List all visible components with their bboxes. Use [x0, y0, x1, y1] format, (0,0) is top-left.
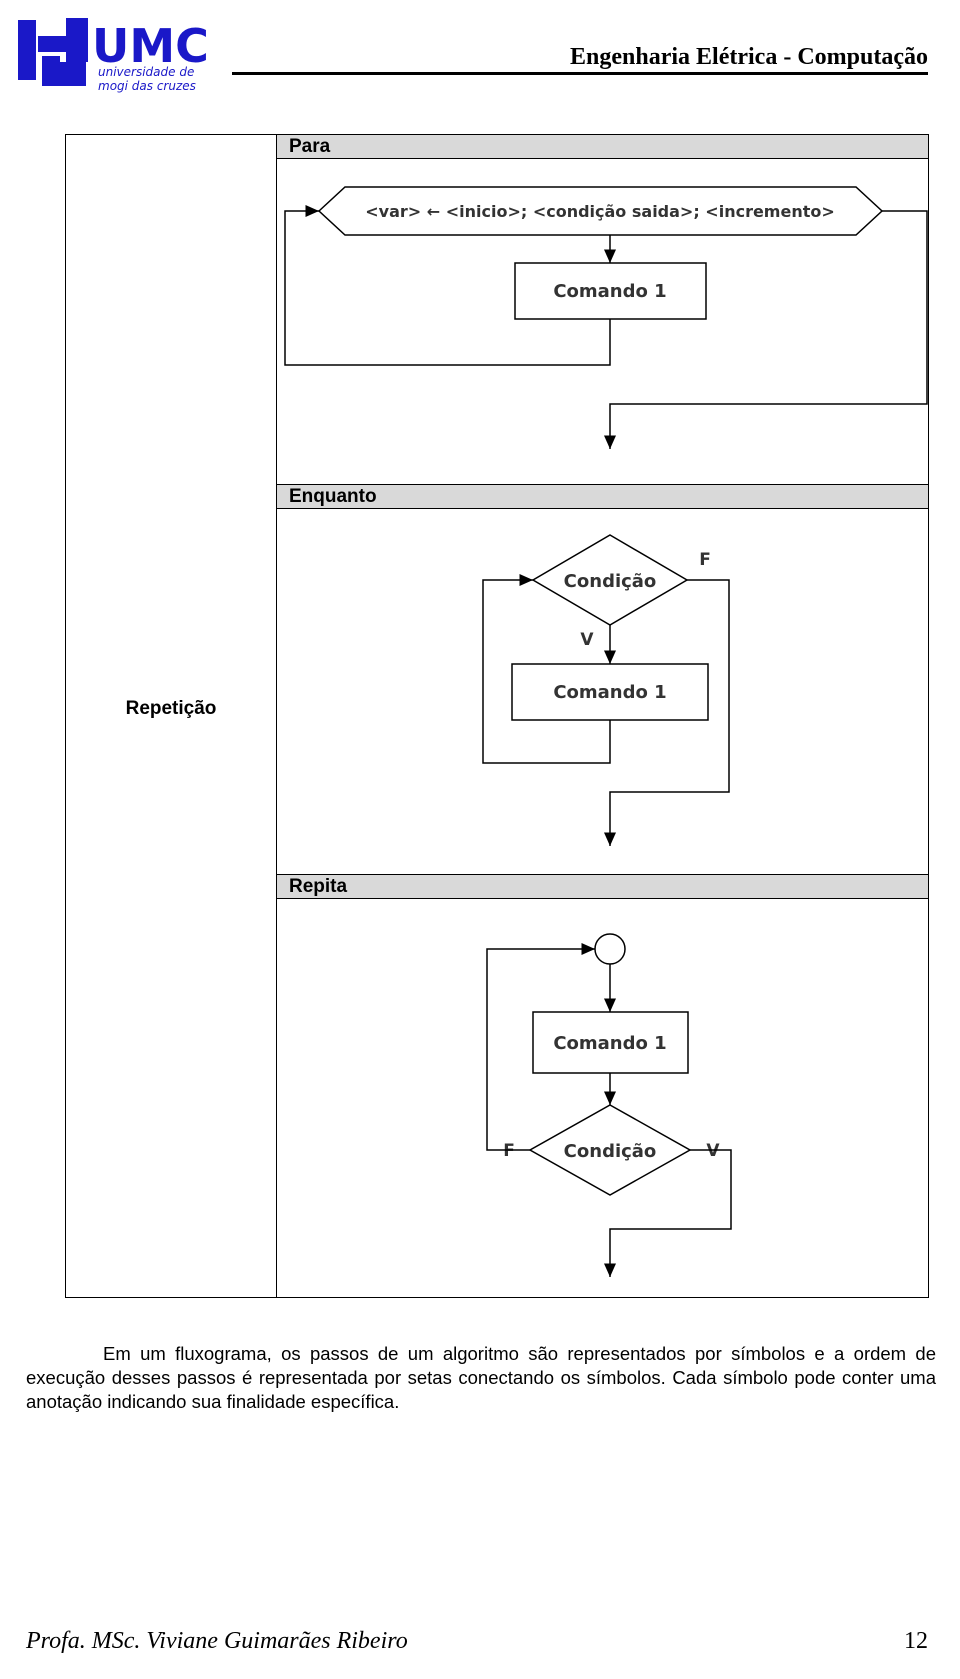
repita-start-connector — [594, 933, 626, 965]
repita-loop-back-arrow — [486, 943, 595, 1151]
section-heading-repita: Repita — [277, 874, 928, 899]
enquanto-true-label: V — [580, 630, 594, 650]
page-number: 12 — [904, 1628, 928, 1654]
enquanto-condition-label: Condição — [564, 571, 657, 592]
repita-condition-label: Condição — [564, 1141, 657, 1162]
repita-false-label: F — [503, 1141, 515, 1161]
repita-condition-diamond — [528, 1104, 692, 1196]
table-column-divider — [276, 134, 277, 1298]
row-label-repeticao: Repetição — [125, 698, 217, 719]
repita-exit-arrow — [604, 1149, 732, 1277]
logo-text: UMC — [92, 19, 209, 73]
para-loop-node-label: <var> ← <inicio>; <condição saida>; <inc… — [365, 202, 835, 221]
footer-author: Profa. MSc. Viviane Guimarães Ribeiro — [26, 1628, 408, 1654]
section-heading-para: Para — [277, 134, 928, 159]
repita-command-label: Comando 1 — [553, 1033, 666, 1054]
header-title: Engenharia Elétrica - Computação — [570, 44, 928, 70]
enquanto-false-label: F — [699, 550, 711, 570]
repita-true-label: V — [706, 1141, 720, 1161]
para-command-label: Comando 1 — [553, 281, 666, 302]
umc-logo: UMC universidade de mogi das cruzes — [18, 18, 209, 93]
para-loop-back-arrow — [284, 205, 611, 366]
logo-subtext-1: universidade de — [98, 65, 194, 79]
body-paragraph: Em um fluxograma, os passos de um algori… — [26, 1343, 936, 1412]
section-heading-enquanto: Enquanto — [277, 484, 928, 509]
enquanto-command-label: Comando 1 — [553, 682, 666, 703]
repita-flowchart: Comando 1 Condição F V — [486, 933, 732, 1277]
enquanto-loop-back-arrow — [482, 574, 611, 764]
para-exit-arrow — [604, 210, 928, 449]
enquanto-flowchart: Condição V F Comando 1 — [482, 534, 730, 846]
enquanto-exit-arrow — [604, 579, 730, 846]
logo-subtext-2: mogi das cruzes — [98, 79, 196, 93]
para-flowchart: <var> ← <inicio>; <condição saida>; <inc… — [284, 186, 928, 449]
header-rule — [232, 72, 928, 75]
